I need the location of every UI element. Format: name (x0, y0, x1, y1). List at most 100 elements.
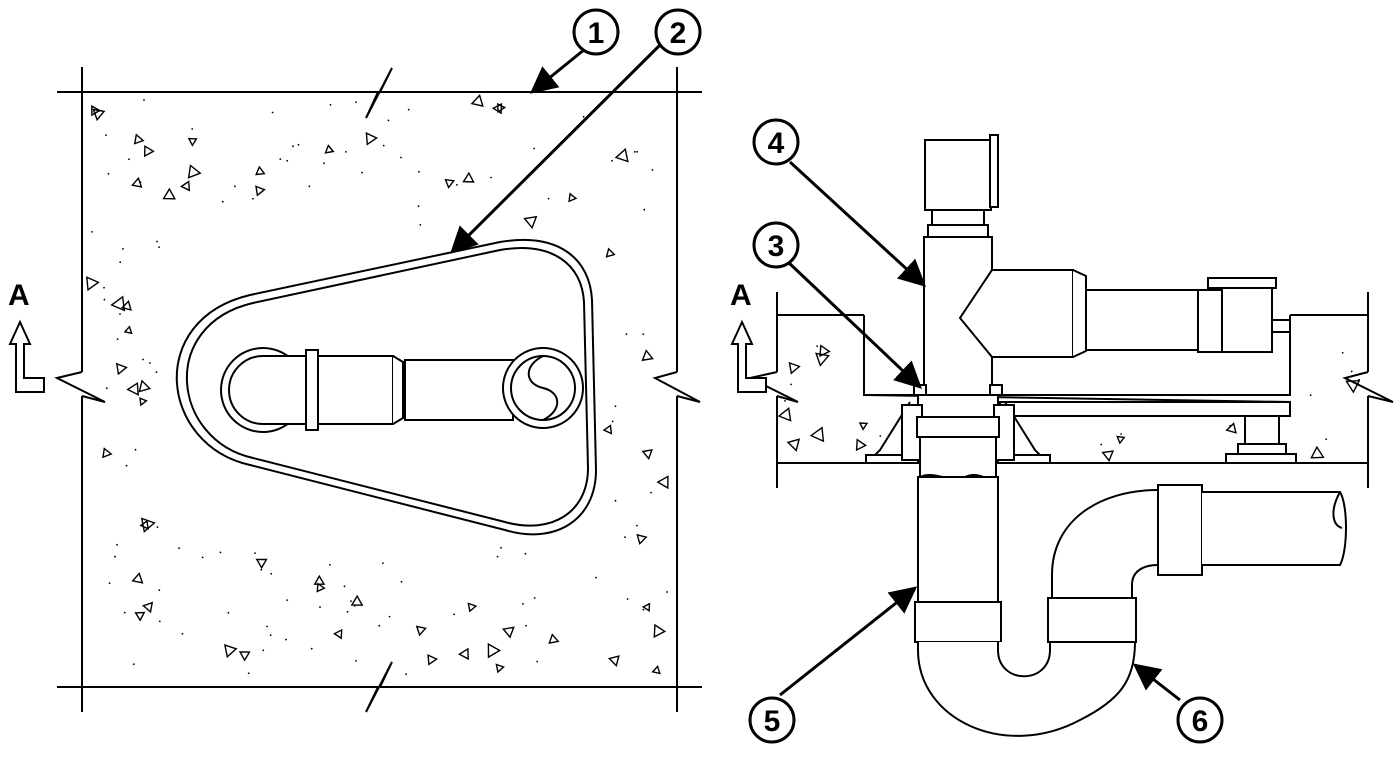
aggregate-dot (816, 345, 819, 347)
aggregate-stone (143, 144, 155, 158)
aggregate-stone (1345, 379, 1361, 394)
aggregate-stone (641, 349, 654, 362)
aggregate-dot (400, 580, 403, 583)
callout-5-label: 5 (764, 705, 781, 738)
aggregate-dot (355, 660, 357, 662)
aggregate-dot (525, 624, 527, 627)
aggregate-dot (361, 171, 363, 174)
aggregate-dot (219, 551, 222, 554)
aggregate-dot (103, 286, 105, 289)
aggregate-dot (114, 555, 116, 558)
aggregate-dot (636, 524, 638, 527)
aggregate-dot (387, 119, 390, 122)
aggregate-stone (444, 178, 456, 189)
aggregate-stone (142, 601, 154, 614)
aggregate-dot (191, 128, 194, 130)
aggregate-dot (625, 333, 628, 335)
aggregate-stone (858, 422, 869, 431)
aggregate-dot (345, 151, 347, 153)
aggregate-stone (415, 625, 427, 637)
aggregate-dot (500, 546, 502, 549)
aggregate-stone (123, 325, 133, 335)
aggregate-stone (126, 381, 139, 396)
aggregate-dot (158, 620, 161, 623)
aggregate-dot (1325, 438, 1328, 440)
aggregate-dot (128, 158, 130, 161)
callout-6: 6 (1176, 696, 1224, 744)
aggregate-stone (487, 642, 502, 659)
aggregate-stone (139, 519, 149, 530)
aggregate-dot (329, 104, 332, 106)
aggregate-dot (91, 231, 93, 233)
aggregate-dot (158, 246, 161, 249)
aggregate-stone (255, 558, 268, 570)
aggregate-dot (633, 151, 636, 153)
aggregate-stone (548, 633, 560, 645)
aggregate-dot (149, 362, 151, 364)
aggregate-stone (809, 426, 825, 443)
aggregate-dot (636, 150, 638, 153)
aggregate-dot (323, 162, 325, 165)
aggregate-dot (1120, 433, 1122, 435)
aggregate-dot (879, 435, 882, 437)
aggregate-stone (350, 594, 364, 606)
aggregate-stone (458, 647, 469, 661)
aggregate-dot (270, 572, 273, 575)
aggregate-stone (641, 602, 651, 612)
plan-slab-outline (54, 67, 702, 713)
aggregate-dot (1309, 394, 1312, 396)
aggregate-dot (453, 613, 456, 616)
callout-5: 5 (748, 696, 796, 744)
section-letter-right: A (730, 279, 752, 312)
aggregate-dot (346, 610, 349, 613)
aggregate-dot (1100, 443, 1103, 446)
aggregate-dot (382, 562, 384, 564)
aggregate-dot (227, 611, 230, 614)
aggregate-dot (158, 589, 161, 592)
aggregate-dot (181, 632, 184, 635)
aggregate-stone (120, 299, 132, 311)
aggregate-dot (533, 597, 536, 599)
aggregate-dot (533, 147, 536, 150)
aggregate-stone (614, 147, 629, 163)
aggregate-dot (122, 248, 124, 250)
aggregate-stone (223, 644, 238, 659)
aggregate-dot (266, 625, 268, 628)
aggregate-dot (308, 185, 311, 188)
aggregate-stone (786, 438, 801, 452)
vertical-standpipe (901, 134, 1015, 643)
aggregate-dot (105, 134, 107, 137)
aggregate-dot (297, 143, 300, 146)
aggregate-dot (116, 338, 119, 340)
aggregate-dot (666, 591, 668, 593)
plan-pipe (220, 347, 584, 433)
aggregate-stone (131, 176, 143, 188)
aggregate-dot (279, 158, 282, 161)
aggregate-dot (319, 606, 321, 608)
aggregate-dot (651, 169, 654, 171)
aggregate-stone (602, 424, 613, 435)
aggregate-dot (419, 224, 422, 226)
aggregate-dot (260, 568, 263, 571)
aggregate-dot (784, 400, 786, 402)
aggregate-stone (523, 215, 538, 230)
aggregate-dot (119, 261, 122, 264)
aggregate-dot (614, 499, 617, 502)
concrete-aggregate-pattern (85, 94, 669, 676)
aggregate-stone (139, 397, 148, 407)
section-arrow-left-icon (8, 319, 45, 393)
aggregate-dot (350, 600, 352, 602)
aggregate-dot (142, 358, 145, 361)
section-marker-right: A (730, 279, 767, 393)
aggregate-dot (221, 200, 224, 203)
aggregate-stone (102, 447, 113, 459)
section-arrow-right-icon (730, 319, 767, 393)
aggregate-dot (286, 599, 289, 601)
aggregate-dot (496, 555, 499, 558)
aggregate-dot (201, 556, 204, 559)
callout-2: 2 (654, 8, 702, 56)
aggregate-dot (643, 208, 646, 211)
aggregate-dot (626, 598, 629, 600)
aggregate-stone (162, 187, 176, 200)
